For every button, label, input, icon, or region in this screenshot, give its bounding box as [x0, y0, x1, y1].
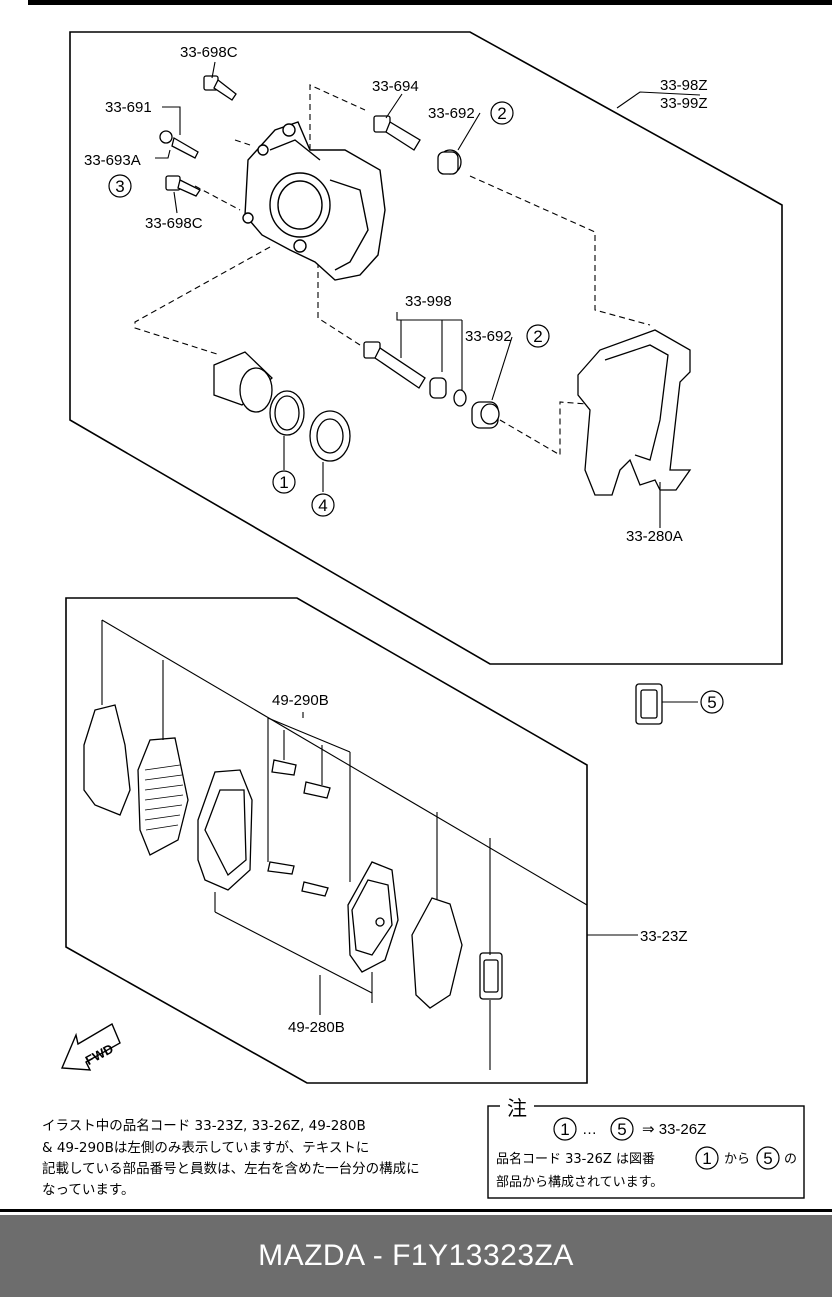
note-box-line2-c1: 1	[702, 1149, 711, 1168]
note-box-ellipsis: …	[582, 1121, 597, 1138]
dashed-lines	[134, 84, 651, 456]
label-33-693A: 33-693A	[84, 152, 141, 169]
circle-5: 5	[707, 693, 716, 712]
label-33-998: 33-998	[405, 293, 452, 310]
circle-4: 4	[318, 496, 327, 515]
top-rule	[28, 0, 832, 5]
label-33-692-top: 33-692	[428, 105, 475, 122]
label-33-23Z: 33-23Z	[640, 928, 688, 945]
caliper-body-drawing	[242, 121, 386, 281]
note-box-c1: 1	[560, 1120, 569, 1139]
circle-1: 1	[279, 473, 288, 492]
label-33-280A: 33-280A	[626, 528, 683, 545]
circle-3: 3	[115, 177, 124, 196]
parts-diagram: 33-698C 33-691 33-693A 33-698C 33-694 33…	[60, 31, 805, 1199]
label-33-698C-top: 33-698C	[180, 44, 238, 61]
label-33-698C-bottom: 33-698C	[145, 215, 203, 232]
note-left-line3: 記載している部品番号と員数は、左右を含めた一台分の構成に	[42, 1161, 420, 1177]
note-box-line3: 部品から構成されています。	[496, 1175, 663, 1190]
label-33-691: 33-691	[105, 99, 152, 116]
small-parts	[159, 75, 692, 725]
label-49-290B: 49-290B	[272, 692, 329, 709]
circle-2-top: 2	[497, 104, 506, 123]
note-left-line2: & 49-290Bは左側のみ表示していますが、テキストに	[42, 1140, 370, 1156]
footer-caption: MAZDA - F1Y13323ZA	[0, 1215, 832, 1297]
pad-frame	[65, 597, 588, 1084]
note-box-line2-a: 品名コード 33-26Z は図番	[496, 1151, 655, 1167]
note-box-c5: 5	[617, 1120, 626, 1139]
circle-2-mid: 2	[533, 327, 542, 346]
note-box-line2-c: の	[784, 1152, 797, 1167]
fwd-arrow-icon: FWD	[60, 1022, 121, 1071]
note-left-line1: イラスト中の品名コード 33-23Z, 33-26Z, 49-280B	[42, 1118, 366, 1134]
footer-divider	[0, 1209, 832, 1212]
label-33-692-mid: 33-692	[465, 328, 512, 345]
leader-lines	[101, 61, 701, 1070]
note-left-line4: なっています。	[42, 1182, 135, 1198]
pads-drawing	[83, 704, 503, 1009]
caliper-frame	[69, 31, 783, 665]
note-box-frame	[487, 1105, 805, 1199]
circled-numbers	[108, 101, 724, 714]
label-49-280B: 49-280B	[288, 1019, 345, 1036]
note-box-arrow-text: ⇒ 33-26Z	[642, 1121, 706, 1138]
label-33-694: 33-694	[372, 78, 419, 95]
note-box-line2-b: から	[724, 1152, 750, 1167]
note-box-line2-c5: 5	[763, 1149, 772, 1168]
label-33-98Z: 33-98Z	[660, 77, 708, 94]
note-box-title: 注	[507, 1096, 527, 1120]
note-box-circles	[553, 1117, 780, 1170]
label-33-99Z: 33-99Z	[660, 95, 708, 112]
